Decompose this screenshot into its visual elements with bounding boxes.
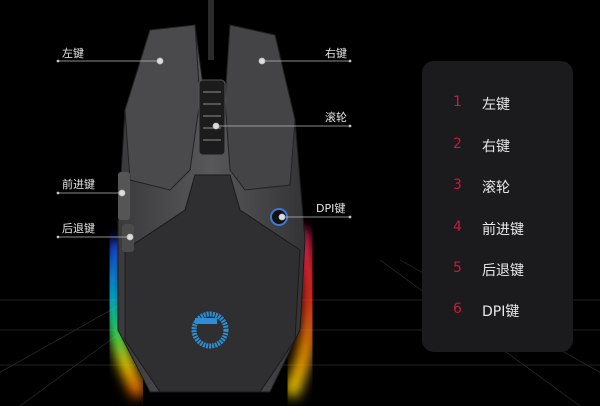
legend-item: 3 滚轮 [422, 177, 573, 197]
callout-back-button: 后退键 [62, 222, 95, 235]
palm-panel [124, 174, 301, 393]
legend-number: 3 [453, 177, 462, 193]
legend-label: DPI键 [482, 304, 520, 320]
callout-forward-button: 前进键 [62, 178, 95, 191]
right-button-shape [224, 24, 296, 191]
legend-item: 1 左键 [422, 94, 573, 114]
legend-number: 5 [453, 260, 462, 276]
callout-dpi-button: DPI键 [316, 202, 346, 215]
legend-number: 1 [453, 94, 462, 110]
callout-right-button: 右键 [325, 47, 347, 60]
legend-label: 左键 [482, 97, 510, 113]
legend-item: 6 DPI键 [422, 301, 573, 321]
legend-label: 滚轮 [482, 180, 510, 196]
legend-label: 前进键 [482, 222, 524, 238]
brand-logo [191, 311, 229, 349]
left-button-shape [124, 24, 201, 191]
callout-left-button: 左键 [62, 47, 84, 60]
legend-number: 4 [453, 219, 462, 235]
legend-item: 4 前进键 [422, 219, 573, 239]
legend-item: 5 后退键 [422, 260, 573, 280]
legend-label: 右键 [482, 139, 510, 155]
rgb-glow-left [105, 238, 147, 399]
callout-lines [56, 57, 352, 241]
scroll-wheel-shape [198, 79, 226, 156]
legend-number: 2 [453, 136, 462, 152]
callout-scroll-wheel: 滚轮 [325, 111, 347, 124]
legend-item: 2 右键 [422, 136, 573, 156]
legend-panel: 1 左键 2 右键 3 滚轮 4 前进键 5 后退键 6 DPI键 [422, 61, 573, 352]
side-button-forward [118, 172, 130, 220]
rgb-glow-right [283, 228, 318, 398]
legend-label: 后退键 [482, 263, 524, 279]
legend-number: 6 [453, 301, 462, 317]
